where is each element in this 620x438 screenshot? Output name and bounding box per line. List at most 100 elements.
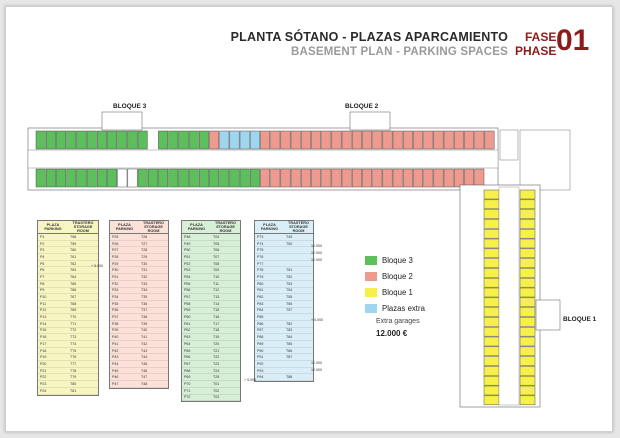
parking-cell: P94 <box>257 375 264 380</box>
parking-space <box>483 366 500 376</box>
parking-space <box>443 130 454 150</box>
header-plaza: PLAZA PARKING <box>44 223 62 231</box>
storage-cell: T13 <box>213 295 220 300</box>
parking-cell: P34 <box>112 295 119 300</box>
storage-cell: T53 <box>286 281 293 286</box>
storage-cell: T14 <box>213 301 220 306</box>
legend-price: 12.000 € <box>376 329 408 338</box>
parking-cell: P89 <box>257 341 264 346</box>
table-row: P93 <box>255 368 313 375</box>
parking-cell: P19 <box>40 355 47 360</box>
note-5000-a: + 5.000 <box>91 264 104 268</box>
parking-cell: P17 <box>40 341 47 346</box>
parking-cell: P2 <box>40 241 45 246</box>
storage-cell: T66 <box>70 288 77 293</box>
storage-cell: T47 <box>141 375 148 380</box>
parking-space <box>519 346 536 357</box>
storage-cell: T36 <box>141 301 148 306</box>
storage-cell: T09 <box>213 268 220 273</box>
parking-cell: P25 <box>112 234 119 239</box>
storage-cell: T82 <box>286 321 293 326</box>
parking-cell: P70 <box>184 381 191 386</box>
legend: Bloque 3 Bloque 2 Bloque 1 Plazas extra … <box>365 252 425 338</box>
storage-cell: T69 <box>70 308 77 313</box>
parking-space <box>519 209 536 219</box>
phase-es: FASE <box>525 30 557 44</box>
storage-cell: T45 <box>141 361 148 366</box>
parking-space <box>168 130 179 150</box>
storage-cell: T75 <box>70 348 77 353</box>
block1-core <box>535 299 561 331</box>
parking-cell: P50 <box>184 248 191 253</box>
parking-space <box>382 168 393 188</box>
parking-space <box>484 130 495 150</box>
parking-cell: P71 <box>184 388 191 393</box>
storage-cell: T49 <box>286 234 293 239</box>
title-english: BASEMENT PLAN - PARKING SPACES <box>290 46 508 58</box>
table-row: P92 <box>255 361 313 368</box>
parking-cell: P53 <box>184 268 191 273</box>
parking-cell: P59 <box>184 308 191 313</box>
block2-core <box>349 111 391 131</box>
storage-cell: T56 <box>286 301 293 306</box>
parking-space <box>519 277 536 288</box>
parking-space <box>270 130 281 150</box>
storage-cell: T02 <box>213 388 220 393</box>
parking-cell: P66 <box>184 355 191 360</box>
parking-space <box>392 130 403 150</box>
parking-space <box>198 168 209 188</box>
parking-cell: P16 <box>40 335 47 340</box>
storage-cell: T42 <box>141 341 148 346</box>
parking-space <box>260 130 271 150</box>
parking-space <box>483 209 500 219</box>
storage-cell: T87 <box>286 355 293 360</box>
table-row: P71 T02 <box>182 388 240 395</box>
block1-aisle <box>498 186 520 406</box>
parking-space <box>117 168 128 188</box>
legend-item: Plazas extra <box>365 300 425 316</box>
parking-space <box>311 168 322 188</box>
parking-cell: P30 <box>112 268 119 273</box>
parking-space <box>158 168 169 188</box>
storage-cell: T04 <box>213 234 220 239</box>
parking-space <box>483 287 500 298</box>
legend-item: Bloque 1 <box>365 284 425 300</box>
parking-cell: P42 <box>112 348 119 353</box>
phase-en: PHASE <box>515 44 557 58</box>
parking-cell: P88 <box>257 335 264 340</box>
parking-space <box>483 307 500 317</box>
parking-cell: P67 <box>184 361 191 366</box>
storage-cell: T48 <box>141 381 148 386</box>
parking-space <box>483 238 500 249</box>
parking-space <box>280 168 291 188</box>
storage-cell: T58 <box>70 234 77 239</box>
storage-cell: T23 <box>213 361 220 366</box>
parking-cell: P61 <box>184 321 191 326</box>
parking-space <box>158 130 169 150</box>
parking-cell: P92 <box>257 361 264 366</box>
storage-cell: T60 <box>70 248 77 253</box>
storage-cell: T83 <box>286 328 293 333</box>
parking-space <box>483 356 500 366</box>
parking-space <box>45 130 56 150</box>
parking-cell: P8 <box>40 281 45 286</box>
